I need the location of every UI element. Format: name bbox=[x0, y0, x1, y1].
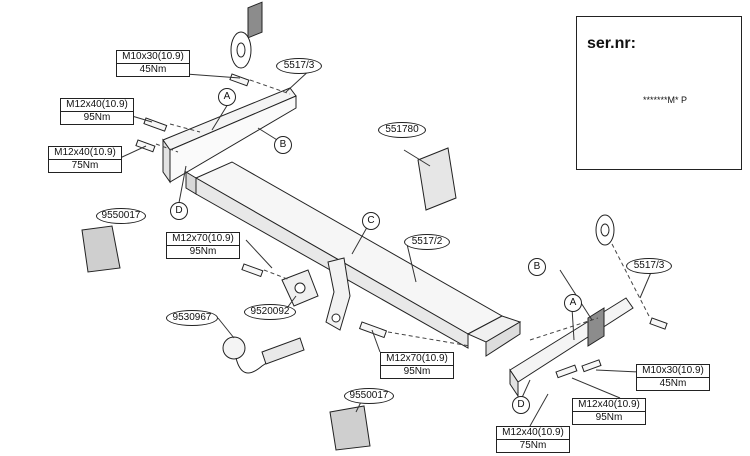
serial-number-panel: ser.nr: *******M* P bbox=[576, 16, 742, 170]
spec-box-m10x30-right: M10x30(10.9) 45Nm bbox=[636, 364, 710, 391]
bolt-torque: 75Nm bbox=[49, 159, 121, 172]
spacer-top bbox=[81, 225, 121, 273]
bolt-torque: 45Nm bbox=[637, 377, 709, 390]
kit-plate bbox=[417, 147, 457, 211]
towball bbox=[222, 336, 305, 374]
spec-box-m12x70-center: M12x70(10.9) 95Nm bbox=[380, 352, 454, 379]
bolt-spec: M12x70(10.9) bbox=[386, 353, 448, 364]
marker-c: C bbox=[362, 212, 380, 230]
bolts bbox=[135, 73, 668, 379]
part-number-spacer-top: 9550017 bbox=[96, 208, 146, 224]
spec-box-m12x40-right-2: M12x40(10.9) 75Nm bbox=[496, 426, 570, 453]
electric-plate bbox=[281, 269, 319, 307]
bolt-spec: M10x30(10.9) bbox=[642, 365, 704, 376]
left-bracket bbox=[162, 1, 297, 184]
marker-b-left: B bbox=[274, 136, 292, 154]
bolt-torque: 95Nm bbox=[61, 111, 133, 124]
bolt-spec: M12x70(10.9) bbox=[172, 233, 234, 244]
spec-box-m12x40-right-1: M12x40(10.9) 95Nm bbox=[572, 398, 646, 425]
marker-a-right: A bbox=[564, 294, 582, 312]
part-number-towball: 9530967 bbox=[166, 310, 218, 326]
serial-number-title: ser.nr: bbox=[587, 35, 636, 52]
spec-box-m12x40-left-1: M12x40(10.9) 95Nm bbox=[60, 98, 134, 125]
assembly-lines bbox=[155, 79, 651, 347]
bolt-torque: 45Nm bbox=[117, 63, 189, 76]
spec-box-m10x30-left: M10x30(10.9) 45Nm bbox=[116, 50, 190, 77]
part-number-bracket-left: 5517/3 bbox=[276, 58, 322, 74]
crossbar bbox=[185, 161, 522, 357]
marker-a-left: A bbox=[218, 88, 236, 106]
bolt-torque: 95Nm bbox=[381, 365, 453, 378]
part-number-bracket-right: 5517/3 bbox=[626, 258, 672, 274]
marker-d-left: D bbox=[170, 202, 188, 220]
bolt-spec: M10x30(10.9) bbox=[122, 51, 184, 62]
bolt-torque: 75Nm bbox=[497, 439, 569, 452]
spacer-bottom bbox=[329, 405, 371, 451]
serial-plate-code: *******M* P bbox=[643, 95, 688, 105]
part-number-crossbar: 5517/2 bbox=[404, 234, 450, 250]
spec-box-m12x70-left: M12x70(10.9) 95Nm bbox=[166, 232, 240, 259]
marker-b-right: B bbox=[528, 258, 546, 276]
spec-box-m12x40-left-2: M12x40(10.9) 75Nm bbox=[48, 146, 122, 173]
bolt-spec: M12x40(10.9) bbox=[502, 427, 564, 438]
bolt-spec: M12x40(10.9) bbox=[54, 147, 116, 158]
mounting-bracket-c bbox=[325, 257, 351, 331]
part-number-kit: 551780 bbox=[378, 122, 426, 138]
bolt-spec: M12x40(10.9) bbox=[578, 399, 640, 410]
part-number-electric-plate: 9520092 bbox=[244, 304, 296, 320]
bolt-torque: 95Nm bbox=[573, 411, 645, 424]
right-bracket bbox=[509, 297, 634, 398]
part-number-spacer-bottom: 9550017 bbox=[344, 388, 394, 404]
bolt-torque: 95Nm bbox=[167, 245, 239, 258]
marker-d-right: D bbox=[512, 396, 530, 414]
bolt-spec: M12x40(10.9) bbox=[66, 99, 128, 110]
